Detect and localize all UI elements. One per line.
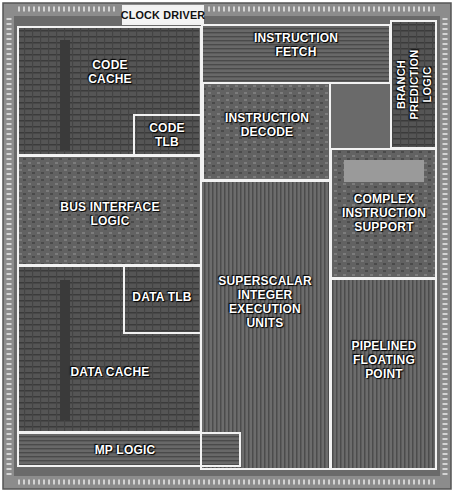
region-label: BRANCH PREDICTION LOGIC xyxy=(394,41,433,127)
mp-region: MP LOGIC xyxy=(17,432,241,467)
cache-region: DATA CACHE DATA TLB xyxy=(17,265,202,433)
bond-pads xyxy=(208,7,436,12)
region-label: BUS INTERFACE LOGIC xyxy=(54,200,166,228)
region-label: INSTRUCTION DECODE xyxy=(217,111,317,139)
region-label: CODE TLB xyxy=(140,121,195,149)
region-label: PIPELINED FLOATING POINT xyxy=(335,339,433,381)
die-core xyxy=(14,16,440,476)
fetch-texture xyxy=(203,26,389,82)
logic-texture xyxy=(19,157,199,264)
rom-block xyxy=(344,160,424,182)
fetch-region: INSTRUCTION FETCH xyxy=(201,24,391,84)
bond-pads xyxy=(443,18,448,476)
cache-array xyxy=(19,28,199,154)
region-label: DATA TLB xyxy=(132,290,192,304)
region-label: CODE CACHE xyxy=(70,58,150,86)
microcode-region: COMPLEX INSTRUCTION SUPPORT xyxy=(330,148,437,279)
cache-spine xyxy=(60,280,70,420)
decode-region: INSTRUCTION DECODE xyxy=(202,82,331,181)
cache-array xyxy=(19,267,199,431)
mp-texture xyxy=(19,434,239,465)
tlb-region: DATA TLB xyxy=(123,265,202,334)
tlb-region: CODE TLB xyxy=(133,114,202,156)
fpu-region: PIPELINED FLOATING POINT xyxy=(330,278,437,470)
bond-pads xyxy=(7,18,12,476)
region-label: DATA CACHE xyxy=(70,365,150,379)
region-label: CLOCK DRIVER xyxy=(118,9,208,22)
btb-array xyxy=(392,22,435,147)
region-label: MP LOGIC xyxy=(70,443,180,457)
execution-region: SUPERSCALAR INTEGER EXECUTION UNITS xyxy=(200,180,331,470)
die-frame xyxy=(3,3,451,489)
region-label: COMPLEX INSTRUCTION SUPPORT xyxy=(335,192,433,234)
bond-pads xyxy=(18,7,118,12)
label-box: CLOCK DRIVER xyxy=(122,5,204,25)
region-label: INSTRUCTION FETCH xyxy=(249,31,344,59)
execution-texture xyxy=(202,182,329,468)
branch-region: BRANCH PREDICTION LOGIC xyxy=(390,20,437,149)
fpu-texture xyxy=(332,280,435,468)
microcode-texture xyxy=(332,150,435,277)
decode-texture xyxy=(204,84,329,178)
bond-pads xyxy=(18,480,436,485)
region-label: SUPERSCALAR INTEGER EXECUTION UNITS xyxy=(209,274,321,330)
cache-region: CODE CACHE CODE TLB xyxy=(17,26,202,156)
bus-region: BUS INTERFACE LOGIC xyxy=(17,155,202,266)
cache-spine xyxy=(60,40,70,150)
